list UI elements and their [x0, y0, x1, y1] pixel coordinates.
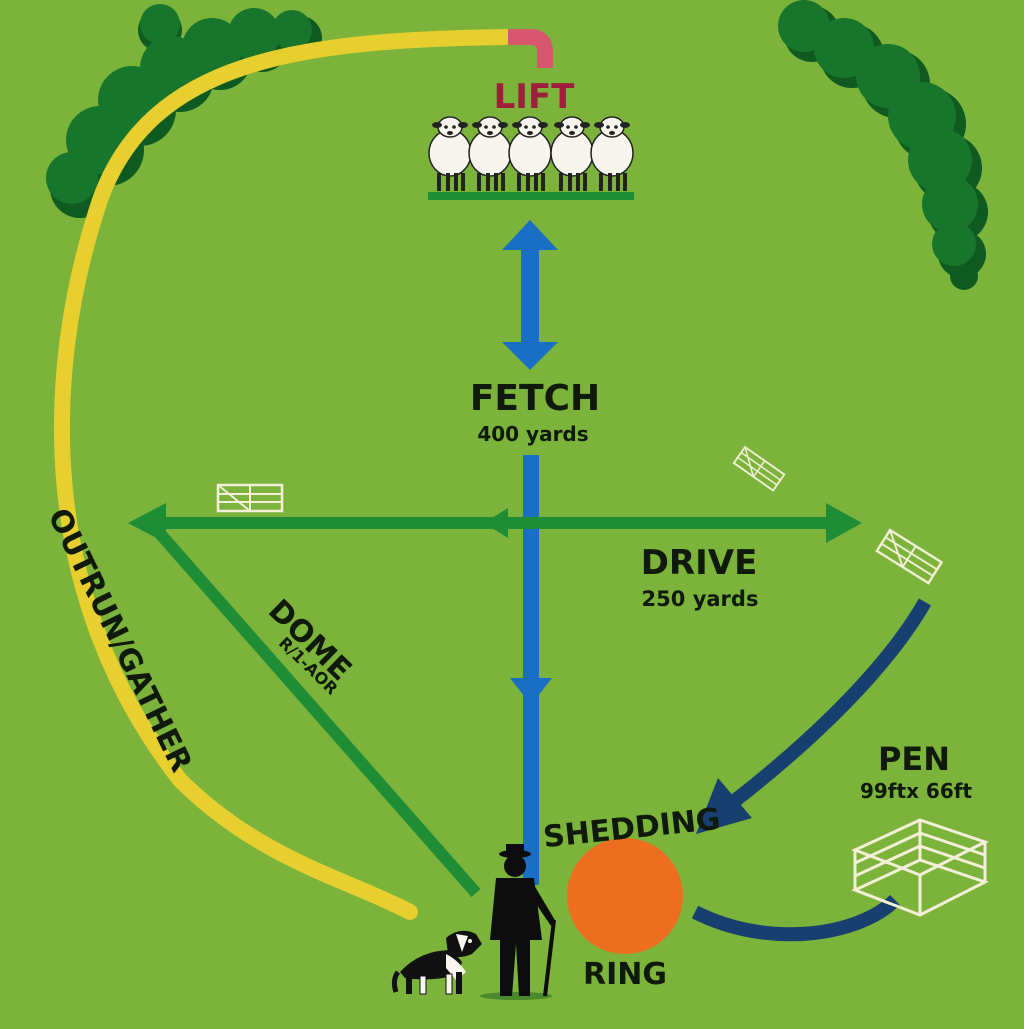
drive-distance: 250 yards [642, 587, 759, 611]
outrun-path [53, 29, 513, 920]
pen-size: 99ftx 66ft [860, 779, 972, 803]
pen-enclosure-icon [851, 818, 989, 917]
lift-label: LIFT [494, 77, 576, 117]
pen-path [707, 598, 932, 824]
pen-return-path [691, 894, 900, 942]
fetch-label: FETCH [470, 378, 600, 419]
shepherd-icon [480, 844, 556, 1000]
ring-label: RING [583, 957, 667, 992]
dome-leg [150, 524, 481, 897]
drive-label: DRIVE [641, 543, 758, 583]
border-collie-icon [391, 930, 482, 995]
tree-icon [778, 0, 988, 290]
shedding-ring [567, 838, 683, 954]
lift-marker [508, 29, 553, 68]
pen-arrowhead [696, 778, 752, 834]
pen-label: PEN [878, 740, 950, 778]
fetch-distance: 400 yards [477, 422, 588, 446]
sheep-flock [428, 116, 634, 200]
fetch-arrow [502, 220, 558, 885]
